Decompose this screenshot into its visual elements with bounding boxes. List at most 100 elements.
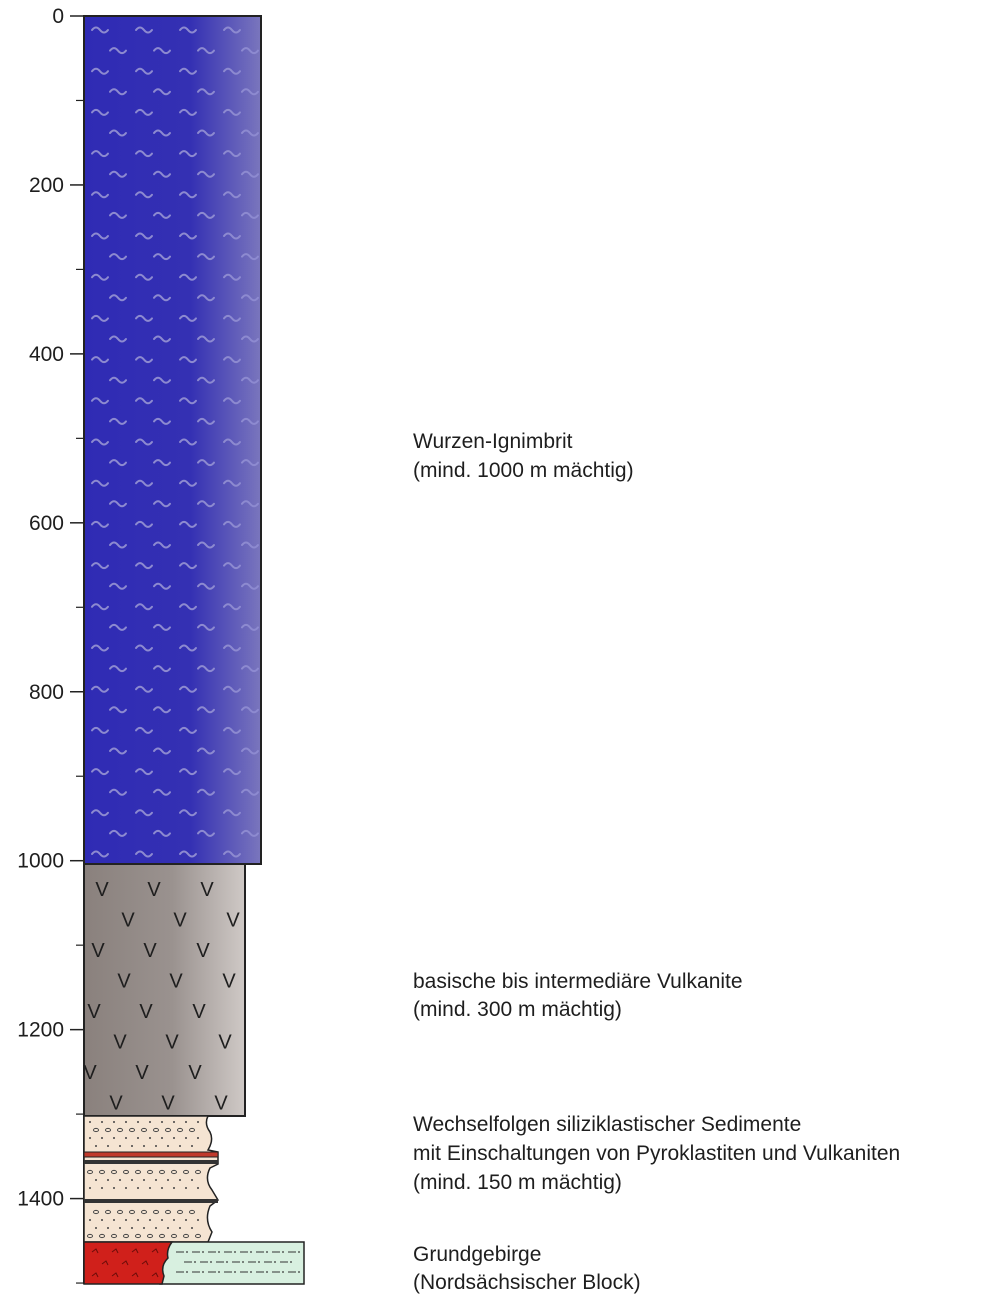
sediment-dot <box>137 1219 139 1221</box>
wave-mark <box>135 603 153 611</box>
wave-mark <box>109 459 127 467</box>
basement-dot <box>282 1271 284 1273</box>
wave-mark <box>135 850 153 858</box>
wave-mark <box>153 294 171 302</box>
sediment-dot <box>185 1137 187 1139</box>
sediment-dot <box>101 1121 103 1123</box>
wave-mark <box>109 376 127 384</box>
ignimbrite-wave-pattern <box>91 26 259 858</box>
sediment-pebble <box>135 1169 141 1175</box>
wave-mark <box>91 685 109 693</box>
wave-mark <box>223 603 241 611</box>
wave-mark <box>223 108 241 116</box>
wave-mark <box>197 253 215 261</box>
sediment-pebble <box>117 1127 123 1133</box>
sediment-dot <box>161 1219 163 1221</box>
layer-basische-vulkanite-fill <box>83 863 246 1117</box>
sediment-dot <box>131 1227 133 1229</box>
sediment-pebble <box>165 1209 171 1215</box>
wave-mark <box>241 788 259 796</box>
tick-label: 1200 <box>17 1019 64 1042</box>
sediment-dot <box>179 1227 181 1229</box>
wave-mark <box>135 191 153 199</box>
label-vulkanite-line-1: basische bis intermediäre Vulkanite <box>413 970 743 993</box>
sediment-pebble <box>105 1209 111 1215</box>
wave-mark <box>179 150 197 158</box>
wave-mark <box>179 67 197 75</box>
sediment-dot <box>113 1219 115 1221</box>
wave-mark <box>153 170 171 178</box>
wave-mark <box>109 335 127 343</box>
wave-mark <box>197 829 215 837</box>
wave-mark <box>135 479 153 487</box>
wave-mark <box>241 500 259 508</box>
wave-mark <box>135 150 153 158</box>
granite-mark <box>91 1248 99 1254</box>
sediment-pebble <box>87 1233 93 1239</box>
sediment-dot <box>113 1121 115 1123</box>
wave-mark <box>153 47 171 55</box>
wave-mark <box>153 623 171 631</box>
wave-mark <box>135 562 153 570</box>
wave-mark <box>223 520 241 528</box>
wave-mark <box>197 459 215 467</box>
wave-mark <box>179 644 197 652</box>
sediment-dot <box>143 1179 145 1181</box>
wave-mark <box>241 253 259 261</box>
sediment-pebble <box>195 1233 201 1239</box>
basement-dot <box>202 1271 204 1273</box>
wave-mark <box>91 850 109 858</box>
tick-label: 1000 <box>17 850 64 873</box>
sediment-dot <box>113 1187 115 1189</box>
wave-mark <box>241 47 259 55</box>
sediment-dot <box>107 1145 109 1147</box>
wave-mark <box>197 582 215 590</box>
sediment-dot <box>101 1219 103 1221</box>
wave-mark <box>91 438 109 446</box>
wave-mark <box>91 809 109 817</box>
wave-mark <box>241 747 259 755</box>
wave-mark <box>179 809 197 817</box>
granite-mark <box>131 1248 139 1254</box>
granite-mark <box>151 1272 159 1278</box>
basement-dot <box>266 1251 268 1253</box>
wave-mark <box>153 211 171 219</box>
sediment-pebble <box>183 1233 189 1239</box>
wave-mark <box>109 706 127 714</box>
layer-sedimente-fill <box>83 1115 219 1243</box>
wave-mark <box>241 211 259 219</box>
wave-mark <box>197 706 215 714</box>
sediment-dot <box>119 1145 121 1147</box>
wave-mark <box>109 788 127 796</box>
v-mark: V <box>218 1032 232 1054</box>
sediment-pebble <box>171 1169 177 1175</box>
sediment-dot <box>167 1179 169 1181</box>
sediment-pebble <box>99 1233 105 1239</box>
basement-dot <box>234 1251 236 1253</box>
wave-mark <box>197 541 215 549</box>
sediment-dot <box>131 1145 133 1147</box>
v-mark: V <box>192 1001 206 1023</box>
sediment-dot <box>161 1121 163 1123</box>
sediment-dot <box>125 1121 127 1123</box>
v-mark: V <box>139 1001 153 1023</box>
sediment-pebble <box>93 1209 99 1215</box>
wave-mark <box>223 562 241 570</box>
v-mark: V <box>121 910 135 932</box>
basement-dot <box>218 1271 220 1273</box>
wave-mark <box>179 438 197 446</box>
wave-mark <box>197 623 215 631</box>
wave-mark <box>153 376 171 384</box>
layer-wurzen-ignimbrit <box>83 15 262 865</box>
layer-siliziklastische-sedimente <box>83 1115 219 1243</box>
sediment-dot <box>185 1219 187 1221</box>
basement-dot <box>266 1271 268 1273</box>
wave-mark <box>109 623 127 631</box>
wave-mark <box>223 314 241 322</box>
wave-mark <box>241 582 259 590</box>
sediment-dot <box>149 1187 151 1189</box>
label-sedimente: Wechselfolgen siliziklastischer Sediment… <box>413 1113 900 1194</box>
wave-mark <box>223 438 241 446</box>
wave-mark <box>179 685 197 693</box>
